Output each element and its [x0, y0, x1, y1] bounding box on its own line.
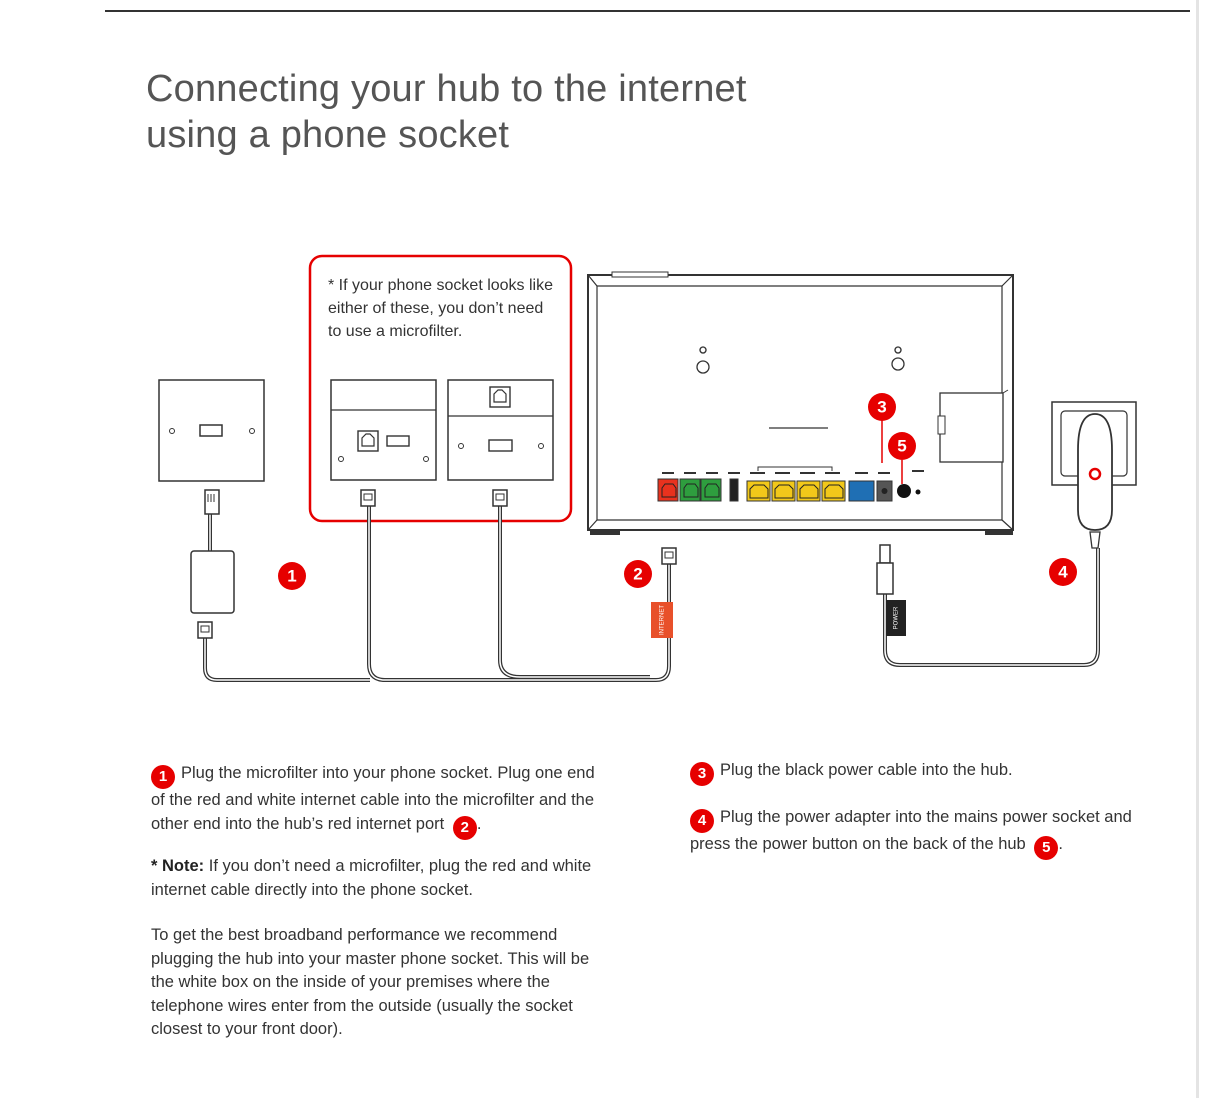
diagram-badge-2: 2 — [624, 560, 652, 588]
port-label-dashes — [662, 466, 924, 474]
master-phone-socket — [158, 379, 265, 482]
power-cable-tag: POWER — [886, 600, 906, 636]
page-edge — [1196, 0, 1199, 1098]
svg-text:2: 2 — [633, 564, 642, 583]
step-3: 3 Plug the black power cable into the hub… — [690, 759, 1150, 786]
cables — [203, 505, 1100, 682]
rj11-plug-left — [204, 489, 220, 515]
rj11-plug-microfilter — [197, 621, 213, 639]
step-3-badge: 3 — [690, 762, 714, 786]
svg-text:4: 4 — [1058, 562, 1068, 581]
internet-cable-tag: INTERNET — [651, 602, 673, 638]
diagram-badge-1: 1 — [278, 562, 306, 590]
svg-text:5: 5 — [897, 436, 906, 455]
phone-port-green-1 — [679, 478, 701, 502]
recommendation-text: To get the best broadband performance we… — [151, 926, 590, 1038]
power-adapter — [1077, 413, 1113, 549]
internet-tag-label: INTERNET — [660, 605, 666, 635]
hub-back-panel — [587, 271, 1014, 535]
note-text: If you don’t need a microfilter, plug th… — [151, 857, 592, 899]
power-tag-label: POWER — [894, 606, 900, 629]
svg-text:1: 1 — [287, 566, 296, 585]
socket-note-box — [308, 254, 573, 523]
step-4-text: Plug the power adapter into the mains po… — [690, 808, 1132, 853]
internet-port-red — [657, 478, 679, 502]
step-4-power-badge: 5 — [1034, 836, 1059, 860]
diagram-badge-3: 3 — [868, 393, 896, 421]
step-1-badge: 1 — [151, 765, 175, 789]
hub-ports — [657, 478, 921, 502]
diagram-badge-5: 5 — [888, 432, 916, 460]
diagram-badge-4: 4 — [1049, 558, 1077, 586]
microfilter — [190, 550, 235, 614]
wan-port-blue — [848, 480, 875, 502]
note-label: * Note: — [151, 857, 205, 875]
power-plug — [876, 544, 894, 595]
socket-note-text: * If your phone socket looks like either… — [328, 277, 554, 340]
title-line-1: Connecting your hub to the internet — [146, 68, 747, 110]
power-button — [897, 484, 911, 498]
vodafone-logo — [1088, 467, 1102, 481]
step-1-port-badge: 2 — [452, 815, 477, 840]
rj11-plug-hub-end — [661, 547, 677, 565]
rj11-plug-socket-a — [360, 489, 376, 507]
title-line-2: using a phone socket — [146, 114, 510, 156]
page-title: Connecting your hub to the internet usin… — [146, 66, 747, 158]
step-4-badge: 4 — [690, 809, 714, 833]
svg-text:3: 3 — [877, 397, 886, 416]
usb-port — [729, 478, 739, 502]
socket-type-b — [447, 379, 554, 481]
rj11-plug-socket-b — [492, 489, 508, 507]
top-rule — [105, 10, 1190, 12]
step-1-text: Plug the microfilter into your phone soc… — [151, 764, 595, 833]
socket-type-a — [330, 379, 437, 481]
phone-port-green-2 — [700, 478, 722, 502]
step-3-text: Plug the black power cable into the hub. — [720, 761, 1013, 779]
microfilter-note: * Note: If you don’t need a microfilter,… — [151, 855, 601, 902]
